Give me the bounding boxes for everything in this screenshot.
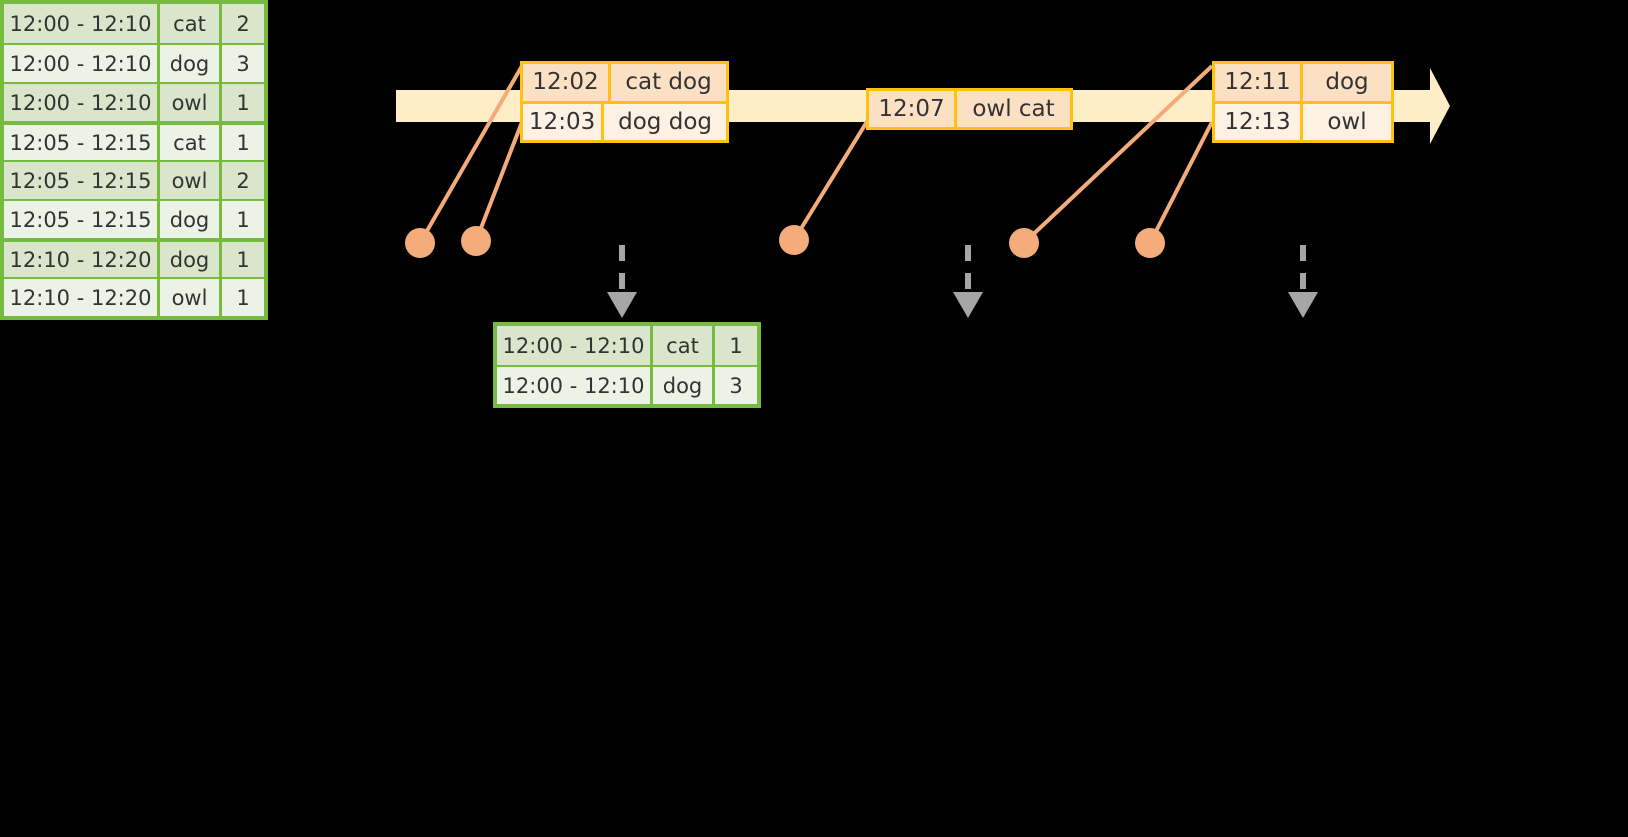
cell-word: cat	[653, 326, 715, 365]
event-box-group-c[interactable]: 12:11 dog 12:13 owl	[1212, 61, 1394, 143]
cell-window: 12:00 - 12:10	[497, 326, 653, 365]
cell-word: dog	[653, 367, 715, 404]
event-words: dog	[1325, 69, 1369, 96]
event-row: 12:07 owl cat	[869, 91, 1070, 127]
event-words: dog dog	[618, 108, 712, 135]
event-row: 12:11 dog	[1215, 64, 1391, 101]
event-box-group-b[interactable]: 12:07 owl cat	[866, 88, 1073, 130]
event-words: cat dog	[625, 69, 712, 96]
cell-word: owl	[160, 84, 222, 121]
cell-window: 12:00 - 12:10	[4, 45, 160, 82]
cell-word: owl	[160, 162, 222, 199]
connector-line	[474, 121, 524, 242]
cell-count: 2	[236, 11, 250, 36]
event-row: 12:02 cat dog	[523, 64, 726, 101]
cell-window: 12:05 - 12:15	[4, 162, 160, 199]
event-time: 12:13	[1215, 103, 1303, 140]
cell-count: 1	[236, 285, 250, 310]
cell-window: 12:10 - 12:20	[4, 279, 160, 316]
cell-window: 12:00 - 12:10	[497, 367, 653, 404]
event-words: owl cat	[972, 96, 1055, 122]
cell-count: 1	[236, 130, 250, 155]
event-time: 12:03	[523, 103, 605, 140]
event-time: 12:07	[869, 91, 957, 127]
connector-dot	[1135, 228, 1165, 258]
connector-line	[792, 118, 870, 242]
cell-count: 3	[729, 373, 743, 398]
cell-count: 3	[236, 51, 250, 76]
cell-window: 12:10 - 12:20	[4, 242, 160, 277]
cell-window: 12:05 - 12:15	[4, 201, 160, 238]
timeline-arrow-right-icon	[1412, 63, 1450, 149]
dashed-arrow-head	[1288, 292, 1318, 318]
event-time: 12:02	[523, 64, 611, 101]
event-row: 12:13 owl	[1215, 100, 1391, 140]
connector-dot	[405, 228, 435, 258]
cell-word: dog	[160, 201, 222, 238]
cell-word: dog	[160, 242, 222, 277]
connector-dot	[461, 226, 491, 256]
connector-dot	[779, 225, 809, 255]
cell-count: 2	[236, 168, 250, 193]
cell-count: 1	[729, 333, 743, 358]
cell-word: cat	[160, 4, 222, 43]
dashed-arrow-head	[953, 292, 983, 318]
cell-window: 12:00 - 12:10	[4, 84, 160, 121]
cell-word: owl	[160, 279, 222, 316]
event-box-group-a[interactable]: 12:02 cat dog 12:03 dog dog	[520, 61, 729, 143]
event-time: 12:11	[1215, 64, 1303, 101]
cell-count: 1	[236, 247, 250, 272]
connector-line	[1148, 121, 1214, 244]
cell-count: 1	[236, 90, 250, 115]
cell-window: 12:00 - 12:10	[4, 4, 160, 43]
cell-word: cat	[160, 125, 222, 160]
cell-word: dog	[160, 45, 222, 82]
cell-count: 1	[236, 207, 250, 232]
connector-dot	[1009, 228, 1039, 258]
cell-window: 12:05 - 12:15	[4, 125, 160, 160]
event-words: owl	[1327, 108, 1367, 135]
dashed-arrow-head	[607, 292, 637, 318]
event-row: 12:03 dog dog	[523, 100, 726, 140]
